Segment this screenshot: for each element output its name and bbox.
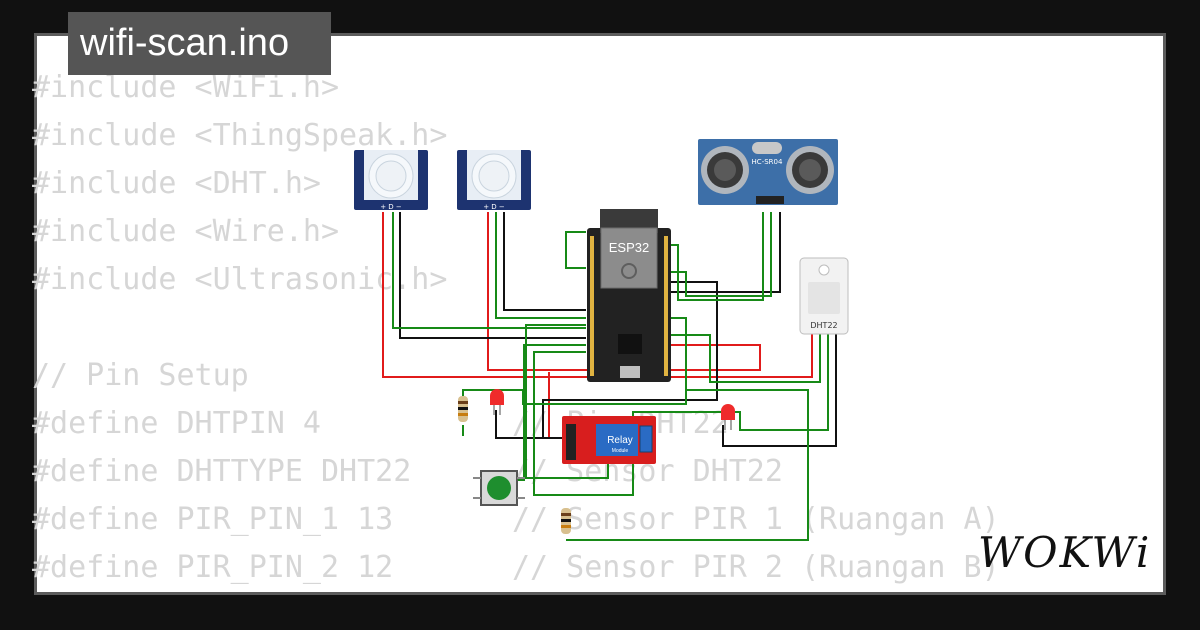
- wires: [382, 212, 837, 541]
- code-line: #define PIR_PIN_2 12// Sensor PIR 2 (Rua…: [32, 550, 1000, 585]
- wire-green: [495, 212, 586, 319]
- code-line: #define DHTPIN 4// Pin DHT22: [32, 406, 729, 441]
- wire-green: [565, 231, 586, 269]
- code-line: // Pin Setup: [32, 358, 249, 393]
- wire-black: [503, 212, 586, 311]
- code-line: #include <Wire.h>: [32, 214, 340, 249]
- code-line: #include <ThingSpeak.h>: [32, 118, 448, 153]
- wire-black: [542, 281, 718, 439]
- wire-black: [670, 212, 781, 293]
- wire-green: [670, 212, 764, 301]
- wire-black: [495, 410, 543, 439]
- pir-sensor[interactable]: + D −: [354, 150, 428, 211]
- relay-sub-label: Module: [612, 448, 629, 454]
- resistor[interactable]: [458, 396, 468, 422]
- ultrasonic-label: HC-SR04: [752, 158, 783, 166]
- wire-green: [525, 324, 609, 479]
- wire-green: [533, 333, 829, 496]
- esp32-label: ESP32: [609, 240, 649, 255]
- dht-label: DHT22: [810, 321, 837, 330]
- resistor[interactable]: [561, 508, 571, 534]
- code-line: #include <DHT.h>: [32, 166, 321, 201]
- code-line: #define DHTTYPE DHT22// Sensor DHT22: [32, 454, 783, 489]
- dht22-sensor[interactable]: DHT22: [799, 257, 849, 335]
- wokwi-logo: WOKWi: [978, 528, 1152, 577]
- code-line: #include <Ultrasonic.h>: [32, 262, 448, 297]
- push-button[interactable]: [473, 470, 525, 506]
- filename-label: wifi-scan.ino: [80, 22, 290, 64]
- pir-sensor[interactable]: + D −: [457, 150, 531, 211]
- led[interactable]: [721, 404, 735, 430]
- wire-green: [670, 333, 821, 383]
- led[interactable]: [490, 389, 504, 415]
- filename-tab[interactable]: wifi-scan.ino: [68, 12, 331, 75]
- code-preview: #include <WiFi.h> #include <ThingSpeak.h>…: [32, 64, 1000, 592]
- wire-black: [399, 212, 586, 339]
- wire-green: [566, 389, 809, 541]
- wire-green: [392, 212, 586, 329]
- ultrasonic-sensor[interactable]: HC-SR04: [698, 139, 838, 205]
- code-line: #include <WiFi.h>: [32, 70, 340, 105]
- relay-label: Relay: [607, 435, 633, 446]
- wire-black: [722, 333, 837, 447]
- wire-red: [487, 212, 761, 371]
- esp32-board[interactable]: ESP32: [587, 209, 671, 382]
- wire-green: [670, 212, 772, 297]
- relay-module[interactable]: Relay Module: [562, 416, 656, 464]
- code-line: #define PIR_PIN_1 13// Sensor PIR 1 (Rua…: [32, 502, 1000, 537]
- pir-pin-label: + D −: [380, 203, 402, 211]
- pir-pin-label: + D −: [483, 203, 505, 211]
- wire-green: [516, 344, 586, 481]
